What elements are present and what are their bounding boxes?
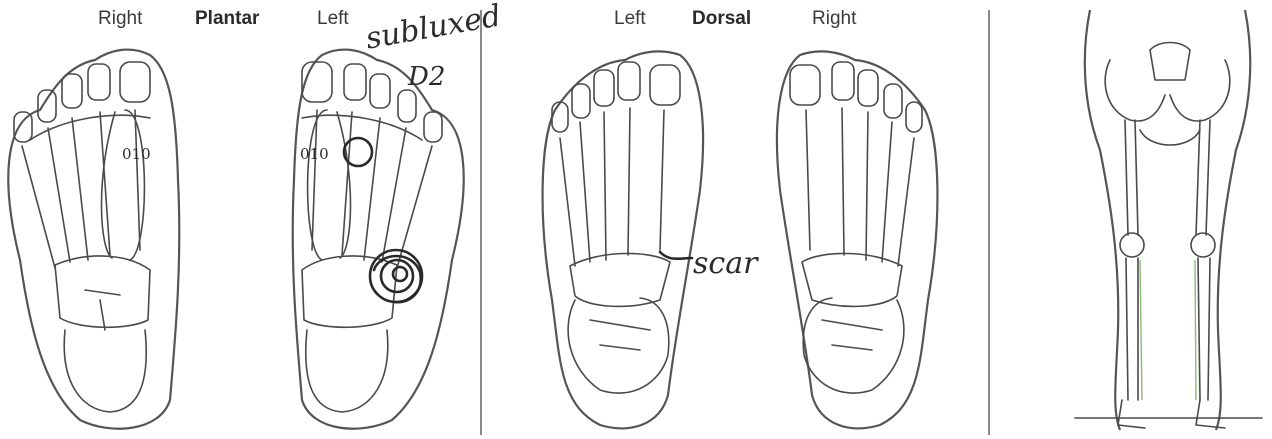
dorsal-left-foot [543, 51, 704, 428]
plantar-left-foot [293, 50, 464, 429]
d2-annotation: D2 [408, 62, 445, 92]
plantar-right-mark: 010 [122, 145, 151, 163]
lower-body-skeleton [1075, 10, 1262, 430]
scar-annotation: scar [693, 246, 757, 281]
plantar-right-foot [8, 50, 179, 429]
dorsal-right-foot [777, 51, 938, 428]
plantar-left-mark: 010 [300, 145, 329, 163]
